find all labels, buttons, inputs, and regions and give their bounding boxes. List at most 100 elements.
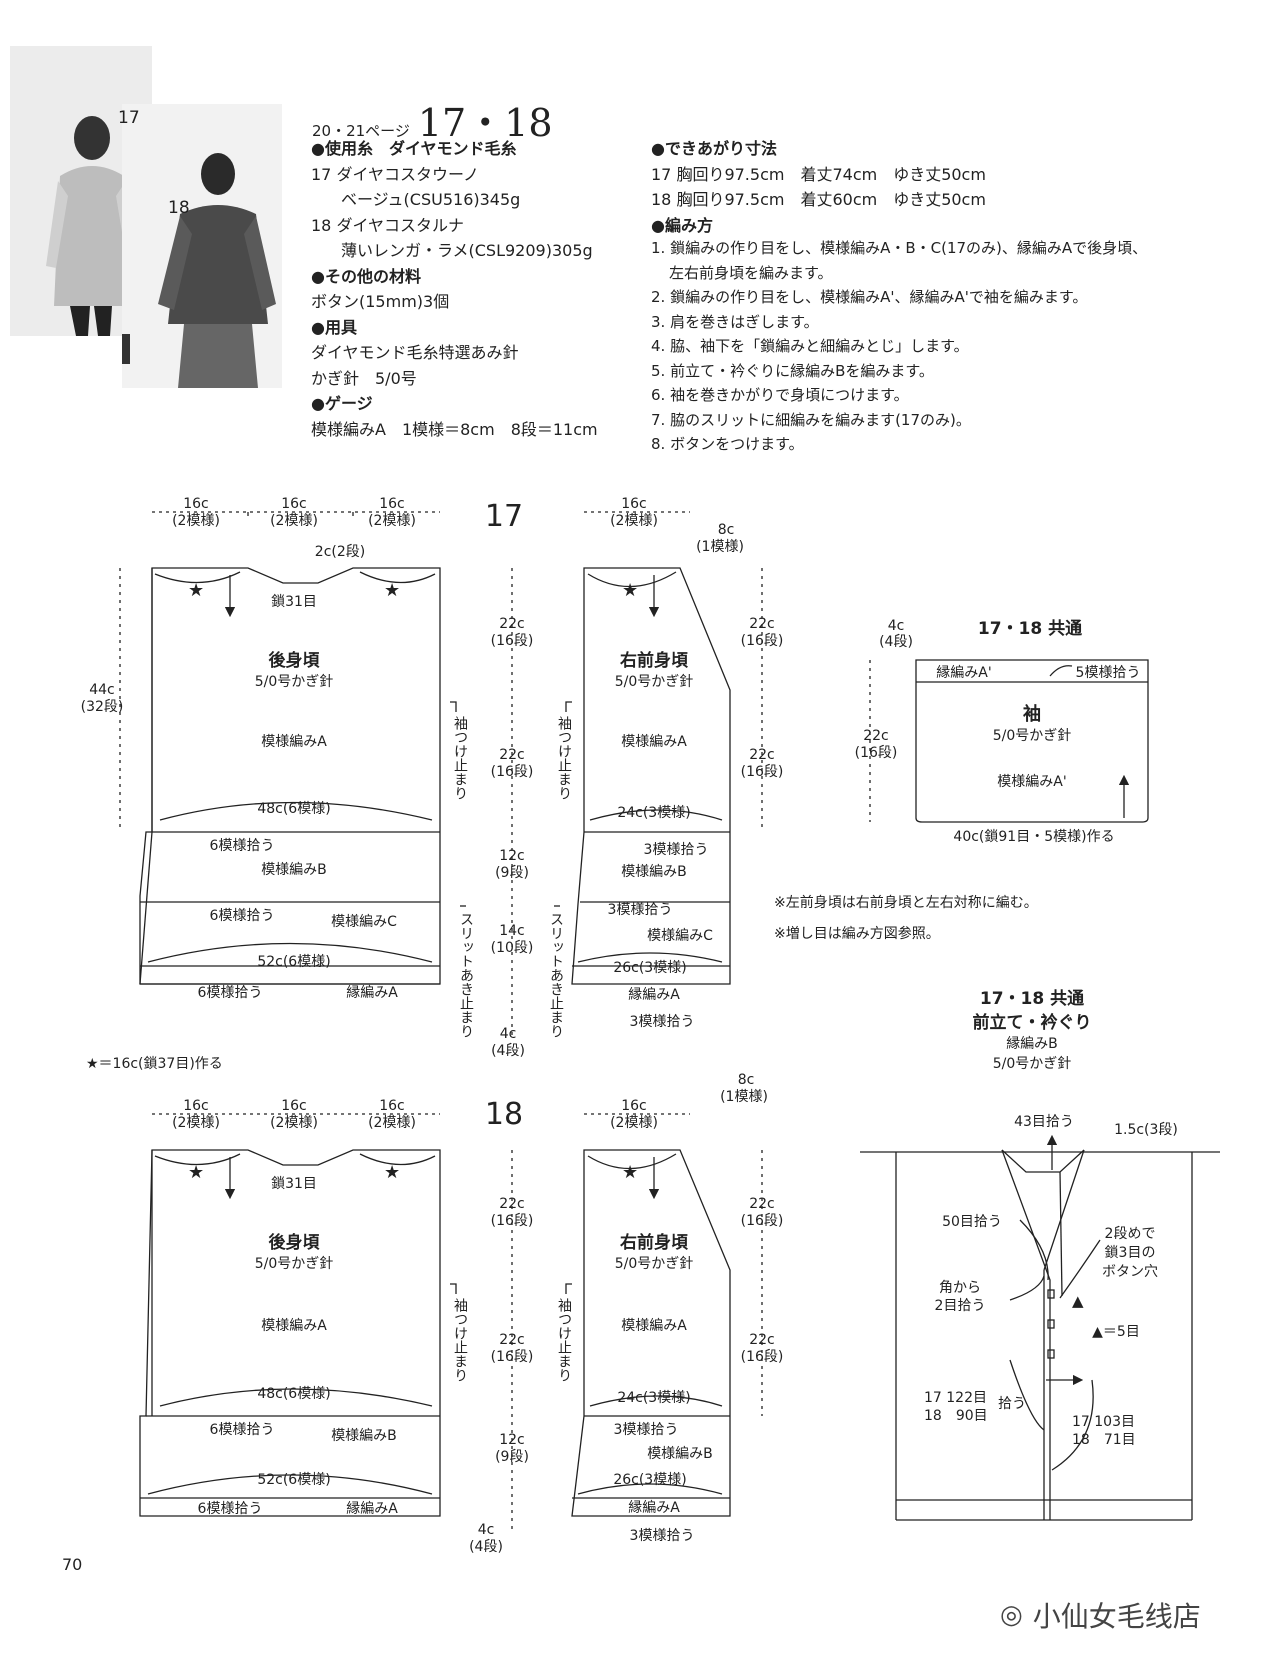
yarn18-color: 薄いレンガ・ラメ(CSL9209)305g bbox=[341, 241, 593, 260]
band-l17: 17 122目 bbox=[924, 1390, 987, 1406]
d17-c12: 12c bbox=[499, 848, 525, 864]
band-corner1: 角から bbox=[939, 1280, 981, 1296]
band-needle: 5/0号かぎ針 bbox=[993, 1056, 1072, 1072]
d17-fsleeve-stop: 袖つけ止まり bbox=[556, 716, 572, 800]
d17-w1: 16c bbox=[183, 496, 209, 512]
d17-needle: 5/0号かぎ針 bbox=[255, 674, 334, 690]
d18-chain: 鎖31目 bbox=[271, 1176, 317, 1192]
finished-18: 18 胸回り97.5cm 着丈60cm ゆき丈50cm bbox=[651, 190, 986, 209]
watermark-text: 小仙女毛线店 bbox=[1032, 1600, 1201, 1633]
d18-r22bs: (16段) bbox=[741, 1349, 784, 1365]
d17-fedgeA: 縁編みA bbox=[628, 987, 680, 1003]
d17-c12s: (9段) bbox=[495, 865, 529, 881]
sleeve-patA2: 模様編みA' bbox=[997, 774, 1066, 790]
d17-back-title: 後身頃 bbox=[269, 650, 321, 671]
d17-pick6: 6模様拾う bbox=[210, 838, 275, 854]
d17-front-outline bbox=[571, 567, 731, 985]
method-heading: ●編み方 bbox=[651, 215, 713, 235]
star-mark: ★ bbox=[384, 1162, 400, 1183]
model-18-figure bbox=[122, 153, 276, 388]
d17-fpatA: 模様編みA bbox=[621, 734, 687, 750]
d17-f8s: (1模様) bbox=[696, 539, 744, 555]
yarn18-name: 18 ダイヤコスタルナ bbox=[311, 215, 464, 235]
d18-pick6: 6模様拾う bbox=[210, 1422, 275, 1438]
d17-fpatB: 模様編みB bbox=[621, 864, 687, 880]
gauge-heading: ●ゲージ bbox=[311, 394, 373, 413]
step-1b: 左右前身頃を編みます。 bbox=[669, 263, 833, 282]
d18-fpatA: 模様編みA bbox=[621, 1318, 687, 1334]
d17-b48: 48c(6模様) bbox=[257, 801, 330, 817]
d17-back-outline bbox=[139, 567, 441, 985]
gauge: 模様編みA 1模様＝8cm 8段＝11cm bbox=[311, 419, 598, 439]
d17-fws: (2模様) bbox=[610, 513, 658, 529]
d17-c14: 14c bbox=[499, 923, 525, 939]
d17-r22b: 22c bbox=[749, 747, 775, 763]
band-pick43: 43目拾う bbox=[1014, 1114, 1074, 1130]
sleeve-title: 17・18 共通 bbox=[978, 619, 1082, 639]
model-17-figure bbox=[46, 116, 138, 336]
band-title: 17・18 共通 bbox=[980, 989, 1084, 1009]
materials-section: ●使用糸 ダイヤモンド毛糸 17 ダイヤコスタウーノ ベージュ(CSU516)3… bbox=[311, 136, 641, 442]
d18-w2: 16c bbox=[281, 1098, 307, 1114]
d17-r22bs: (16段) bbox=[741, 764, 784, 780]
band-pick50: 50目拾う bbox=[942, 1214, 1002, 1230]
band-c15: 1.5c(3段) bbox=[1114, 1122, 1178, 1138]
d18-r22b: 22c bbox=[749, 1332, 775, 1348]
sleeve-needle: 5/0号かぎ針 bbox=[993, 728, 1072, 744]
d18-f8s: (1模様) bbox=[720, 1089, 768, 1105]
d18-b48: 48c(6模様) bbox=[257, 1386, 330, 1402]
band-name: 前立て・衿ぐり bbox=[973, 1012, 1092, 1033]
note-2: ※増し目は編み方図参照。 bbox=[774, 925, 940, 942]
d18-w1: 16c bbox=[183, 1098, 209, 1114]
photo-label-18: 18 bbox=[168, 198, 190, 218]
finished-section: ●できあがり寸法 17 胸回り97.5cm 着丈74cm ゆき丈50cm 18 … bbox=[651, 136, 1211, 238]
d17-pick6c: 6模様拾う bbox=[198, 985, 263, 1001]
d17-b52: 52c(6模様) bbox=[257, 954, 330, 970]
d17-h44s: (32段) bbox=[81, 699, 124, 715]
band-r17: 17 103目 bbox=[1072, 1414, 1135, 1430]
yarn-heading: ●使用糸 ダイヤモンド毛糸 bbox=[311, 139, 517, 158]
sleeve-pick5: 5模様拾う bbox=[1076, 665, 1141, 681]
d17-slit-stop: スリットあき止まり bbox=[458, 912, 474, 1038]
d18-f26: 26c(3模様) bbox=[613, 1472, 686, 1488]
d17-chain: 鎖31目 bbox=[271, 594, 317, 610]
d17-f26: 26c(3模様) bbox=[613, 960, 686, 976]
d17-fpick3c: 3模様拾う bbox=[630, 1014, 695, 1030]
d17-fneedle: 5/0号かぎ針 bbox=[615, 674, 694, 690]
d17-front-title: 右前身頃 bbox=[620, 650, 689, 671]
page-number: 70 bbox=[62, 1555, 83, 1574]
d18-w3: 16c bbox=[379, 1098, 405, 1114]
band-tri: ▲＝5目 bbox=[1092, 1324, 1140, 1340]
d18-patB: 模様編みB bbox=[331, 1428, 397, 1444]
photo-model-18 bbox=[122, 104, 282, 388]
d17-r22as: (16段) bbox=[741, 633, 784, 649]
band-edgeB: 縁編みB bbox=[1006, 1036, 1058, 1052]
sleeve-c4: 4c bbox=[888, 618, 905, 634]
step-2: 2. 鎖編みの作り目をし、模様編みA'、縁編みA'で袖を編みます。 bbox=[651, 288, 1088, 306]
d18-fw: 16c bbox=[621, 1098, 647, 1114]
d17-fpatC: 模様編みC bbox=[647, 928, 713, 944]
sleeve-name: 袖 bbox=[1023, 703, 1041, 725]
star-note: ★＝16c(鎖37目)作る bbox=[86, 1056, 223, 1072]
d17-w3s: (2模様) bbox=[368, 513, 416, 529]
d18-c12: 12c bbox=[499, 1432, 525, 1448]
d18-fsleeve-stop: 袖つけ止まり bbox=[556, 1298, 572, 1382]
d18-fws: (2模様) bbox=[610, 1115, 658, 1131]
d17-fpick3: 3模様拾う bbox=[644, 842, 709, 858]
d18-w1s: (2模様) bbox=[172, 1115, 220, 1131]
sleeve-h22: 22c bbox=[863, 728, 889, 744]
d18-title: 18 bbox=[485, 1097, 523, 1132]
sleeve-edgeA2: 縁編みA' bbox=[936, 665, 991, 681]
method-steps: 1. 鎖編みの作り目をし、模様編みA・B・C(17のみ)、縁編みAで後身頃、 左… bbox=[651, 236, 1211, 457]
d18-r22a: 22c bbox=[749, 1196, 775, 1212]
finished-heading: ●できあがり寸法 bbox=[651, 139, 777, 158]
d17-fpick3b: 3模様拾う bbox=[608, 902, 673, 918]
d18-back-title: 後身頃 bbox=[269, 1232, 321, 1253]
d18-fedgeA: 縁編みA bbox=[628, 1500, 680, 1516]
d18-back-outline bbox=[139, 1149, 441, 1517]
d18-c22as: (16段) bbox=[491, 1213, 534, 1229]
d18-c22b: 22c bbox=[499, 1332, 525, 1348]
d18-fpick3c: 3模様拾う bbox=[630, 1528, 695, 1544]
d17-c4s: (4段) bbox=[491, 1043, 525, 1059]
d17-edgeA: 縁編みA bbox=[346, 985, 398, 1001]
